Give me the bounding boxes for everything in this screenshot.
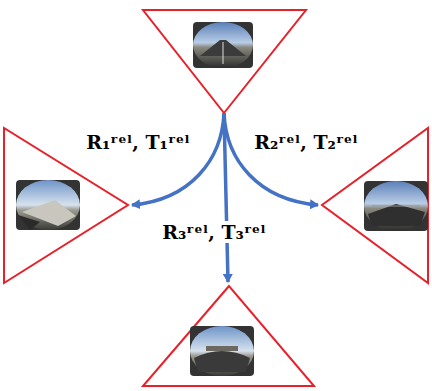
pose-label: R₁ʳᵉˡ, T₁ʳᵉˡ bbox=[84, 131, 192, 154]
fisheye-image bbox=[364, 181, 428, 231]
fisheye-image bbox=[16, 180, 80, 230]
relative-pose-arrow bbox=[224, 113, 318, 205]
relative-pose-arrow bbox=[132, 113, 224, 205]
fisheye-image bbox=[193, 22, 253, 68]
pose-label: R₃ʳᵉˡ, T₃ʳᵉˡ bbox=[160, 221, 268, 244]
camera-frustum bbox=[143, 10, 306, 113]
relative-pose-arrow bbox=[224, 113, 228, 282]
fisheye-image bbox=[190, 326, 254, 376]
camera-frustum bbox=[143, 286, 314, 386]
pose-label: R₂ʳᵉˡ, T₂ʳᵉˡ bbox=[252, 131, 360, 154]
